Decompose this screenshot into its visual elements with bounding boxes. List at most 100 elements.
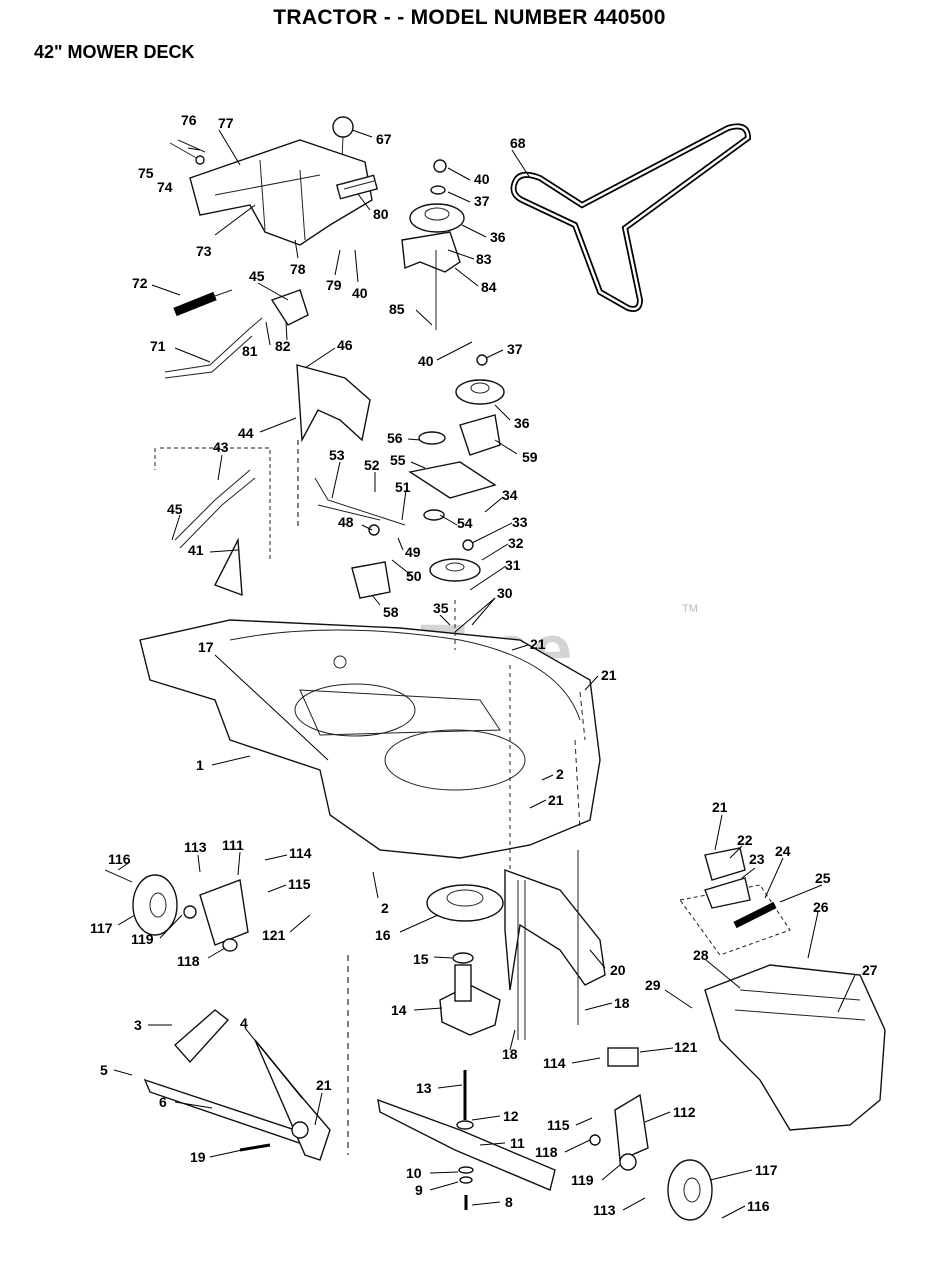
callout-71: 71 (150, 338, 166, 354)
callout-40-a: 40 (352, 285, 368, 301)
hanger-44 (296, 364, 371, 443)
callout-111: 111 (222, 837, 244, 853)
callout-85: 85 (389, 301, 405, 317)
callout-84: 84 (481, 279, 497, 295)
callout-labels: 76 77 75 74 73 78 79 40 80 67 68 40 37 3… (90, 112, 878, 1218)
callout-117-b: 117 (755, 1162, 778, 1178)
callout-83: 83 (476, 251, 492, 267)
callout-36-b: 36 (514, 415, 530, 431)
callout-68: 68 (510, 135, 526, 151)
callout-76: 76 (181, 112, 197, 128)
link-4 (254, 1039, 331, 1161)
callout-117-a: 117 (90, 920, 113, 936)
callout-74: 74 (157, 179, 173, 195)
callout-20: 20 (610, 962, 626, 978)
callout-22: 22 (737, 832, 753, 848)
callout-112: 112 (673, 1104, 696, 1120)
callout-115-b: 115 (547, 1117, 570, 1133)
callout-77: 77 (218, 115, 234, 131)
callout-1: 1 (196, 757, 204, 773)
mower-deck-1 (139, 619, 601, 859)
link-3 (174, 1009, 230, 1064)
gauge-wheel-117-right (667, 1159, 713, 1221)
callout-31: 31 (505, 557, 521, 573)
callout-72: 72 (132, 275, 148, 291)
callout-21-e: 21 (316, 1077, 332, 1093)
callout-82: 82 (275, 338, 291, 354)
callout-36-a: 36 (490, 229, 506, 245)
part-drawings (104, 116, 886, 1221)
bracket-41 (214, 537, 243, 597)
callout-113-b: 113 (593, 1202, 616, 1218)
callout-45-a: 45 (249, 268, 265, 284)
callout-19: 19 (190, 1149, 206, 1165)
callout-48: 48 (338, 514, 354, 530)
callout-27: 27 (862, 962, 878, 978)
callout-9: 9 (415, 1182, 423, 1198)
callout-121-a: 121 (262, 927, 286, 943)
callout-18-b: 18 (502, 1046, 518, 1062)
callout-121-b: 121 (674, 1039, 698, 1055)
callout-13: 13 (416, 1080, 432, 1096)
deflector-27 (704, 964, 886, 1131)
callout-25: 25 (815, 870, 831, 886)
callout-118-a: 118 (177, 953, 200, 969)
callout-21-d: 21 (712, 799, 728, 815)
pulley-36-lower (455, 379, 505, 405)
callout-3: 3 (134, 1017, 142, 1033)
callout-50: 50 (406, 568, 422, 584)
callout-54: 54 (457, 515, 473, 531)
callout-16: 16 (375, 927, 391, 943)
callout-67: 67 (376, 131, 392, 147)
callout-14: 14 (391, 1002, 407, 1018)
callout-37-a: 37 (474, 193, 490, 209)
callout-23: 23 (749, 851, 765, 867)
callout-53: 53 (329, 447, 345, 463)
bracket-58 (351, 561, 391, 599)
diagram-subtitle: 42" MOWER DECK (34, 42, 195, 62)
callout-21-c: 21 (548, 792, 564, 808)
callout-73: 73 (196, 243, 212, 259)
callout-41: 41 (188, 542, 204, 558)
callout-45-b: 45 (167, 501, 183, 517)
callout-113-a: 113 (184, 839, 207, 855)
callout-81: 81 (242, 343, 258, 359)
rod-71 (164, 317, 263, 379)
callout-33: 33 (512, 514, 528, 530)
bracket-111 (199, 879, 249, 946)
callout-114-a: 114 (289, 845, 312, 861)
callout-52: 52 (364, 457, 380, 473)
lift-bracket-73 (189, 139, 373, 246)
leader-lines (113, 129, 856, 1219)
callout-15: 15 (413, 951, 429, 967)
callout-30: 30 (497, 585, 513, 601)
callout-5: 5 (100, 1062, 108, 1078)
callout-29: 29 (645, 977, 661, 993)
housing-16 (426, 884, 504, 922)
callout-6: 6 (159, 1094, 167, 1110)
callout-44: 44 (238, 425, 254, 441)
watermark-tm: TM (682, 603, 698, 615)
callout-18-a: 18 (614, 995, 630, 1011)
callout-11: 11 (510, 1135, 525, 1151)
callout-40-b: 40 (474, 171, 490, 187)
baffle-20 (504, 869, 606, 991)
callout-24: 24 (775, 843, 791, 859)
bracket-112 (614, 1093, 649, 1162)
idler-arm-55 (408, 461, 497, 499)
bracket-84 (401, 231, 461, 273)
callout-2-b: 2 (381, 900, 389, 916)
callout-56: 56 (387, 430, 403, 446)
spring-25 (733, 901, 777, 929)
callout-49: 49 (405, 544, 421, 560)
callout-37-b: 37 (507, 341, 523, 357)
callout-59: 59 (522, 449, 538, 465)
callout-119-b: 119 (571, 1172, 594, 1188)
callout-40-c: 40 (418, 353, 434, 369)
callout-10: 10 (406, 1165, 422, 1181)
callout-78: 78 (290, 261, 306, 277)
callout-28: 28 (693, 947, 709, 963)
callout-114-b: 114 (543, 1055, 566, 1071)
callout-58: 58 (383, 604, 399, 620)
